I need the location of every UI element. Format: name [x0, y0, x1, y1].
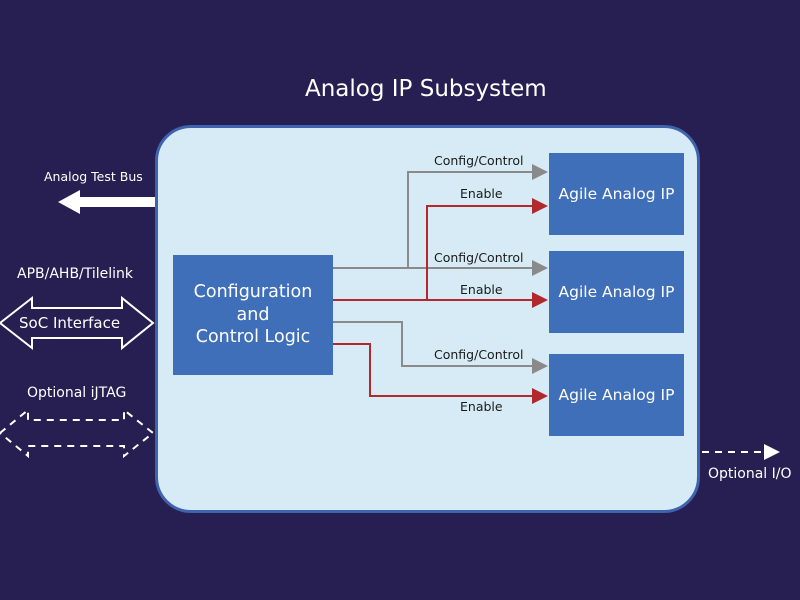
- optional-ijtag-label: Optional iJTAG: [27, 385, 127, 401]
- agile-analog-ip-block-1: Agile Analog IP: [549, 153, 684, 235]
- config-control-label-2: Config/Control: [434, 250, 524, 265]
- agile-analog-ip-block-3: Agile Analog IP: [549, 354, 684, 436]
- diagram-title: Analog IP Subsystem: [305, 76, 547, 102]
- optional-io-label: Optional I/O: [708, 466, 792, 482]
- config-control-label-1: Config/Control: [434, 153, 524, 168]
- control-block-line-1: Configuration: [193, 281, 313, 302]
- enable-line-3: [333, 343, 548, 404]
- enable-label-1: Enable: [460, 186, 503, 201]
- control-block-line-3: Control Logic: [195, 327, 311, 348]
- config-control-label-3: Config/Control: [434, 347, 524, 362]
- bus-protocols-label: APB/AHB/Tilelink: [17, 266, 134, 282]
- optional-ijtag-arrow: [0, 407, 155, 459]
- soc-interface-label: SoC Interface: [19, 314, 121, 332]
- config-line-3: [333, 321, 548, 374]
- control-block-line-2: and: [236, 304, 270, 325]
- agile-analog-ip-block-2: Agile Analog IP: [549, 251, 684, 333]
- analog-test-bus-arrow: [58, 190, 155, 214]
- enable-label-3: Enable: [460, 399, 503, 414]
- configuration-control-logic-block: Configuration and Control Logic: [173, 255, 333, 375]
- analog-test-bus-label: Analog Test Bus: [44, 169, 143, 184]
- enable-label-2: Enable: [460, 282, 503, 297]
- soc-interface-arrow: [0, 295, 155, 351]
